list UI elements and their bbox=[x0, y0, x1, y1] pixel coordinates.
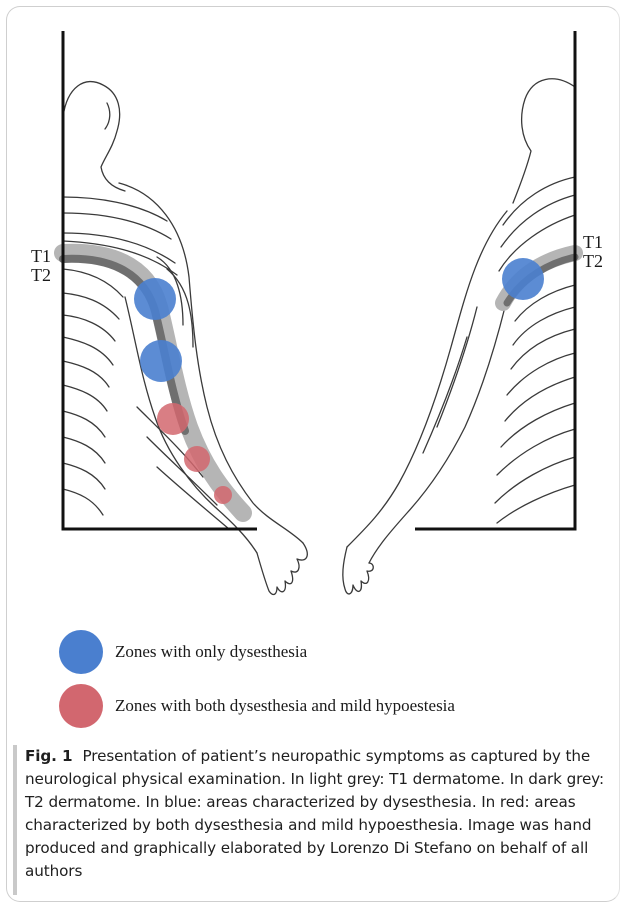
figure-frame: T1 T2 T1 T2 Zones with only dysesthesia … bbox=[6, 6, 620, 902]
right-dermatome-label: T1 T2 bbox=[583, 233, 603, 271]
dysesthesia-hypoesthesia-zone bbox=[184, 446, 210, 472]
blue-zone-swatch bbox=[59, 630, 103, 674]
caption-label: Fig. 1 bbox=[25, 747, 72, 765]
red-zone-swatch bbox=[59, 684, 103, 728]
caption-divider bbox=[13, 745, 17, 895]
right-hand bbox=[343, 547, 373, 594]
dermatome-illustration bbox=[7, 7, 620, 647]
legend-item-dysesthesia: Zones with only dysesthesia bbox=[59, 629, 307, 675]
right-arm-outer bbox=[347, 211, 507, 547]
legend-label: Zones with both dysesthesia and mild hyp… bbox=[115, 696, 455, 716]
right-arm-inner bbox=[369, 307, 505, 563]
dysesthesia-hypoesthesia-zone bbox=[214, 486, 232, 504]
left-figure bbox=[63, 82, 307, 595]
right-head-outline bbox=[513, 79, 575, 203]
left-dermatome-label: T1 T2 bbox=[31, 247, 51, 285]
right-figure bbox=[343, 79, 575, 594]
left-face-detail bbox=[105, 103, 110, 129]
caption-text: Presentation of patient’s neuropathic sy… bbox=[25, 747, 604, 880]
left-hand bbox=[257, 543, 307, 594]
dysesthesia-zone bbox=[134, 278, 176, 320]
dysesthesia-zone bbox=[502, 258, 544, 300]
legend-label: Zones with only dysesthesia bbox=[115, 642, 307, 662]
dysesthesia-hypoesthesia-zone bbox=[157, 403, 189, 435]
dysesthesia-zone bbox=[140, 340, 182, 382]
left-head-outline bbox=[63, 82, 125, 191]
legend-item-dysesthesia-hypoesthesia: Zones with both dysesthesia and mild hyp… bbox=[59, 683, 455, 729]
right-frame-line bbox=[415, 31, 575, 529]
